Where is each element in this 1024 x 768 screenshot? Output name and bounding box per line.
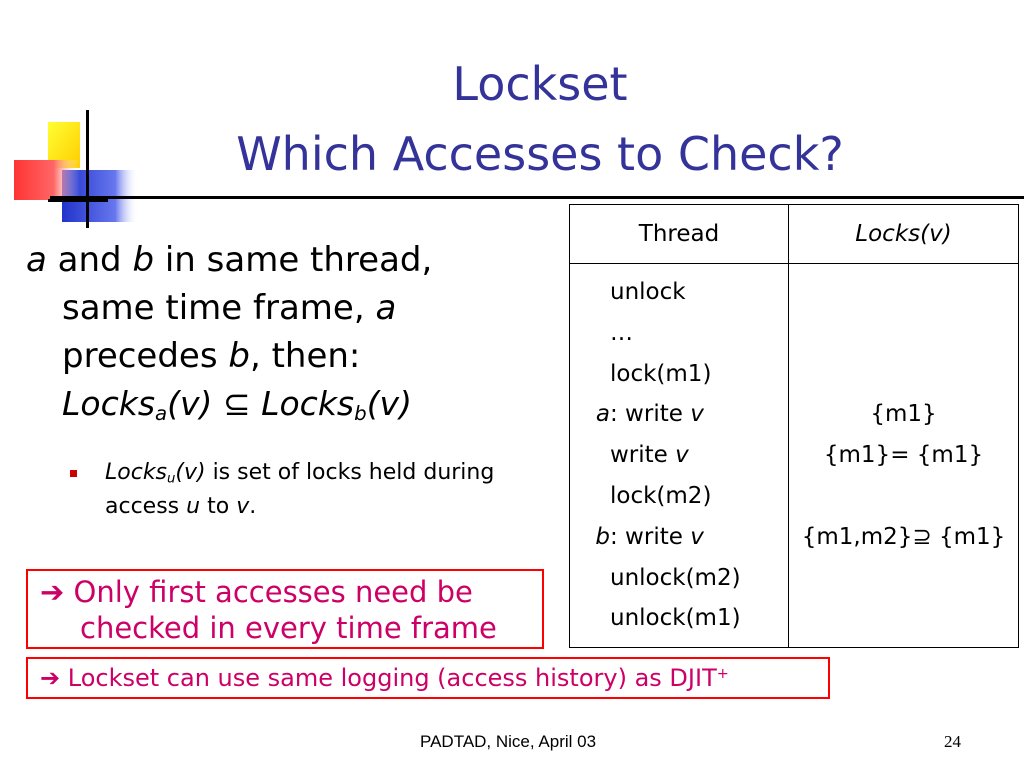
title-divider-rule [50,196,1024,199]
sub-bullet-line-1: Locksu(v) is set of locks held during [70,456,560,490]
statement-line-3: precedes b, then: [26,332,586,380]
header-locks: Locks(v) [788,204,1019,264]
locks-column-cell: {m1} {m1}= {m1} {m1,m2}⊇ {m1} [788,262,1019,649]
thread-op-line: … [580,313,788,354]
thread-op-line: b: write v [580,517,788,558]
djit-plus-sup: + [716,666,729,683]
arrow-right-icon: ➔ [40,664,61,692]
thread-op-line: a: write v [580,394,788,435]
locks-value-line [789,558,1018,599]
thread-op: unlock(m1) [610,605,741,632]
thread-op: … [610,319,633,346]
locks-value-line: {m1} [870,401,937,428]
header-thread: Thread [569,204,789,264]
highlight-box-logging: ➔ Lockset can use same logging (access h… [26,657,830,699]
op-var: v [675,442,689,469]
statement-line1-rest: in same thread, [164,240,433,280]
sub-bullet-rest: is set of locks held during [212,460,495,485]
thread-op: lock(m2) [610,482,712,509]
arrow-right-icon: ➔ [40,575,65,609]
highlight1-text-1: Only first accesses need be [73,575,473,609]
var-b: b [132,240,155,280]
formula-sub-a: a [155,401,168,425]
thread-op: unlock(m2) [610,564,741,591]
locks-value-line [789,598,1018,639]
statement-line-2: same time frame, a [26,284,586,332]
locks-value-line [789,313,1018,354]
subset-symbol: ⊆ [222,384,251,423]
statement-line3-rest: , then: [249,336,361,376]
period: . [249,494,257,519]
slide-subtitle: Which Accesses to Check? [236,127,844,181]
thread-op-line: unlock(m1) [580,598,788,639]
main-statement: a and b in same thread, same time frame,… [26,236,586,428]
lockset-table: Thread Locks(v) unlock … lock(m1) a: wri… [569,204,1019,649]
var-v: v [236,494,250,519]
op-var: v [690,401,704,428]
page-number: 24 [944,732,961,751]
word-and: and [57,240,122,280]
thread-op: unlock [610,279,686,305]
word-access: access [105,494,180,519]
thread-op: : write [610,523,683,550]
op-var: v [690,523,704,550]
locks-value-line: {m1,m2}⊇ {m1} [801,523,1006,550]
sub-bullet-line-2: access u to v. [70,490,560,524]
thread-op: : write [610,401,683,428]
formula-sub-b: b [354,401,367,425]
locks-value-line [789,272,1018,313]
var-b-2: b [228,336,250,376]
statement-line2-text: same time frame, [62,288,365,328]
thread-op-line: unlock(m2) [580,558,788,599]
highlight-box-first-accesses: ➔ Only first accesses need be checked in… [26,569,544,649]
thread-op-line: unlock [580,272,788,313]
slide-title: Lockset [452,57,628,111]
access-label: a [595,401,610,428]
statement-line3-text: precedes [62,336,218,376]
thread-op: write [610,442,668,469]
locks-value-line [789,476,1018,517]
thread-op-line: lock(m2) [580,476,788,517]
formula-arg-b: (v) [366,384,412,423]
thread-op-line: write v [580,435,788,476]
locks-value-line: {m1}= {m1} [823,442,984,469]
highlight1-line-2: checked in every time frame [80,611,497,645]
locks-value-line [789,354,1018,395]
thread-op-line: lock(m1) [580,354,788,395]
highlight2-text: Lockset can use same logging (access his… [67,664,717,692]
access-label: b [595,523,610,550]
table-header-row: Thread Locks(v) [569,204,1019,264]
formula-locks-b: Locks [261,384,355,423]
header-locks-label: Locks(v) [855,221,952,247]
formula-locks-a: Locks [62,384,156,423]
sub-locks-arg: (v) [175,460,206,485]
highlight1-line-1: ➔ Only first accesses need be [40,574,542,610]
var-a: a [26,240,47,280]
thread-op: lock(m1) [610,360,712,387]
var-u: u [186,494,201,519]
sub-locks-u: u [167,471,176,487]
bullet-square-icon [70,470,77,477]
formula-arg-a: (v) [167,384,213,423]
sub-locks: Locks [105,460,168,485]
subset-formula: Locksa(v) ⊆ Locksb(v) [26,380,586,428]
footer-text: PADTAD, Nice, April 03 [420,732,597,751]
statement-line-1: a and b in same thread, [26,236,586,284]
var-a-2: a [375,288,397,328]
sub-bullet: Locksu(v) is set of locks held during ac… [70,456,560,524]
word-to: to [207,494,230,519]
